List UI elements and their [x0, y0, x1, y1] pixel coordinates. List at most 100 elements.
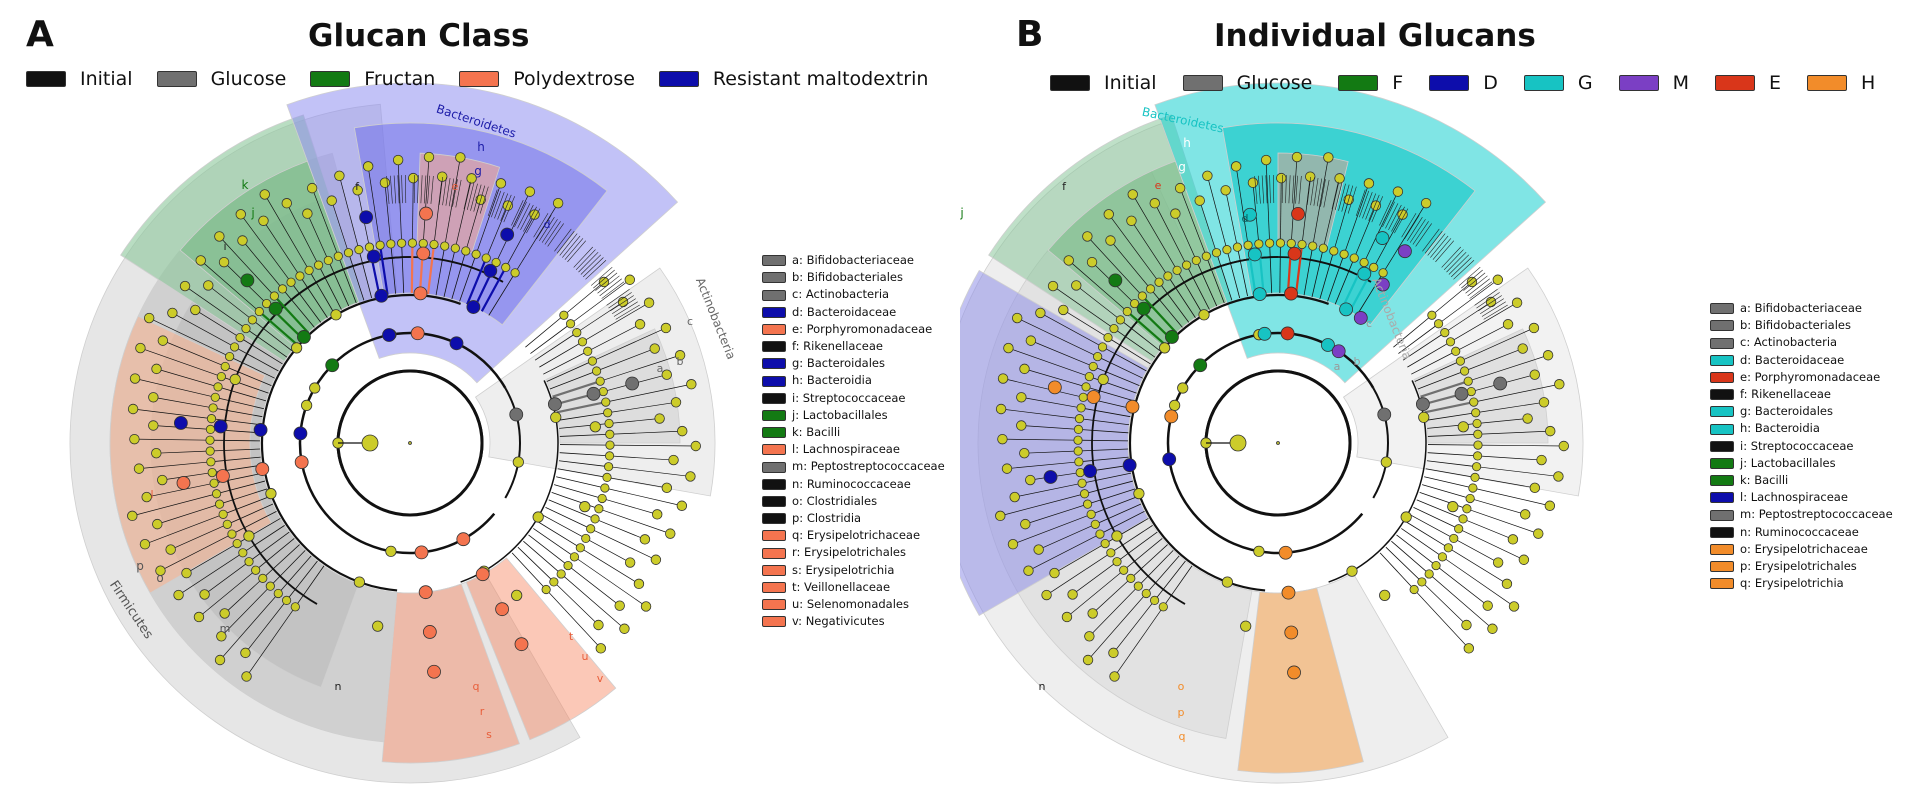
clade-label-b: b — [1354, 355, 1361, 368]
tree-node — [1291, 151, 1303, 163]
tree-node — [214, 654, 226, 666]
tree-branch — [1319, 250, 1335, 300]
tree-branch — [184, 285, 247, 329]
tree-branch — [587, 323, 641, 352]
tree-node — [1346, 565, 1358, 577]
tree-node — [190, 304, 201, 316]
tree-branch — [1470, 498, 1526, 515]
tree-node — [1106, 548, 1116, 558]
tree-node — [359, 210, 374, 225]
tree-node — [206, 457, 216, 467]
tree-branch — [149, 317, 230, 357]
tree-branch — [1072, 561, 1118, 595]
tree-branch — [1453, 260, 1475, 280]
tree-branch — [1312, 157, 1329, 247]
legend-item: F — [1338, 72, 1403, 94]
tree-branch — [1303, 245, 1314, 296]
clade-label-e: e — [452, 180, 459, 193]
tree-branch — [219, 488, 268, 505]
tree-node — [1308, 241, 1318, 251]
panel-letter: B — [1016, 14, 1044, 55]
tree-node — [1063, 255, 1074, 266]
tree-branch — [390, 243, 397, 294]
key-label: i: Streptococcaceae — [792, 390, 906, 405]
tree-node — [1297, 239, 1307, 250]
tree-branch — [1207, 175, 1228, 250]
key-label: h: Bacteroidia — [1740, 421, 1820, 436]
tree-branch — [1442, 556, 1515, 607]
key-label: n: Ruminococcaceae — [1740, 524, 1859, 539]
legend-label: D — [1483, 72, 1498, 94]
tree-branch — [485, 205, 509, 259]
tree-node — [1363, 178, 1375, 189]
tree-node — [602, 472, 612, 482]
tree-branch — [157, 503, 220, 525]
tree-node — [1533, 528, 1544, 539]
tree-branch — [475, 183, 502, 255]
tree-branch — [1068, 260, 1128, 312]
tree-branch — [1046, 552, 1112, 596]
tree-branch — [1079, 418, 1130, 426]
tree-node — [1287, 665, 1301, 680]
key-swatch — [1710, 526, 1734, 538]
tree-node — [1025, 335, 1037, 346]
tree-branch — [156, 450, 211, 454]
tree-node — [1445, 337, 1456, 347]
tree-branch — [1310, 177, 1315, 206]
tree-branch — [1078, 439, 1129, 442]
key-swatch — [762, 323, 786, 335]
tree-node — [1260, 154, 1272, 166]
tree-node — [483, 263, 498, 278]
tree-branch — [1116, 531, 1158, 563]
tree-node — [1323, 152, 1334, 163]
tree-branch — [1451, 257, 1472, 278]
tree-node — [1119, 565, 1129, 575]
legend-swatch — [1523, 75, 1564, 91]
legend-label: Fructan — [364, 68, 436, 90]
tree-node — [1076, 403, 1086, 413]
tree-branch — [466, 257, 488, 305]
key-item: p: Erysipelotrichales — [1710, 558, 1893, 575]
tree-branch — [582, 302, 650, 343]
tree-branch — [1089, 376, 1137, 394]
tree-branch — [1424, 231, 1443, 254]
tree-node — [243, 530, 255, 542]
tree-branch — [1123, 538, 1163, 571]
tree-node — [466, 300, 481, 314]
tree-branch — [1481, 301, 1506, 317]
clade-label-r: r — [480, 705, 485, 718]
tree-node — [422, 625, 437, 639]
tree-branch — [548, 499, 596, 520]
tree-node — [1001, 463, 1013, 474]
key-label: a: Bifidobacteriaceae — [1740, 301, 1862, 315]
tree-node — [258, 573, 268, 583]
tree-node — [595, 376, 605, 386]
tree-node — [1082, 499, 1093, 509]
legend-label: F — [1392, 72, 1404, 94]
tree-node — [253, 423, 268, 437]
tree-node — [151, 447, 162, 459]
key-item: f: Rikenellaceae — [1710, 386, 1893, 403]
tree-node — [238, 548, 248, 558]
tree-branch — [1028, 533, 1101, 572]
tree-node — [143, 312, 155, 324]
tree-branch — [1402, 332, 1445, 361]
tree-branch — [1327, 254, 1345, 302]
tree-branch — [454, 178, 472, 249]
tree-branch — [246, 606, 296, 677]
tree-branch — [1401, 213, 1417, 238]
tree-branch — [1409, 219, 1426, 243]
tree-node — [1331, 344, 1346, 359]
tree-node — [1033, 544, 1044, 555]
tree-node — [1043, 470, 1058, 484]
key-swatch — [762, 427, 786, 439]
key-label: h: Bacteroidia — [792, 373, 872, 388]
tree-branch — [606, 289, 630, 306]
key-label: l: Lachnospiraceae — [1740, 490, 1848, 505]
key-label: d: Bacteroidaceae — [792, 304, 897, 319]
tree-node — [213, 419, 228, 434]
tree-node — [1073, 446, 1083, 456]
tree-branch — [1076, 285, 1121, 321]
tree-node — [1437, 552, 1448, 562]
cladogram-a-tree — [69, 82, 716, 784]
